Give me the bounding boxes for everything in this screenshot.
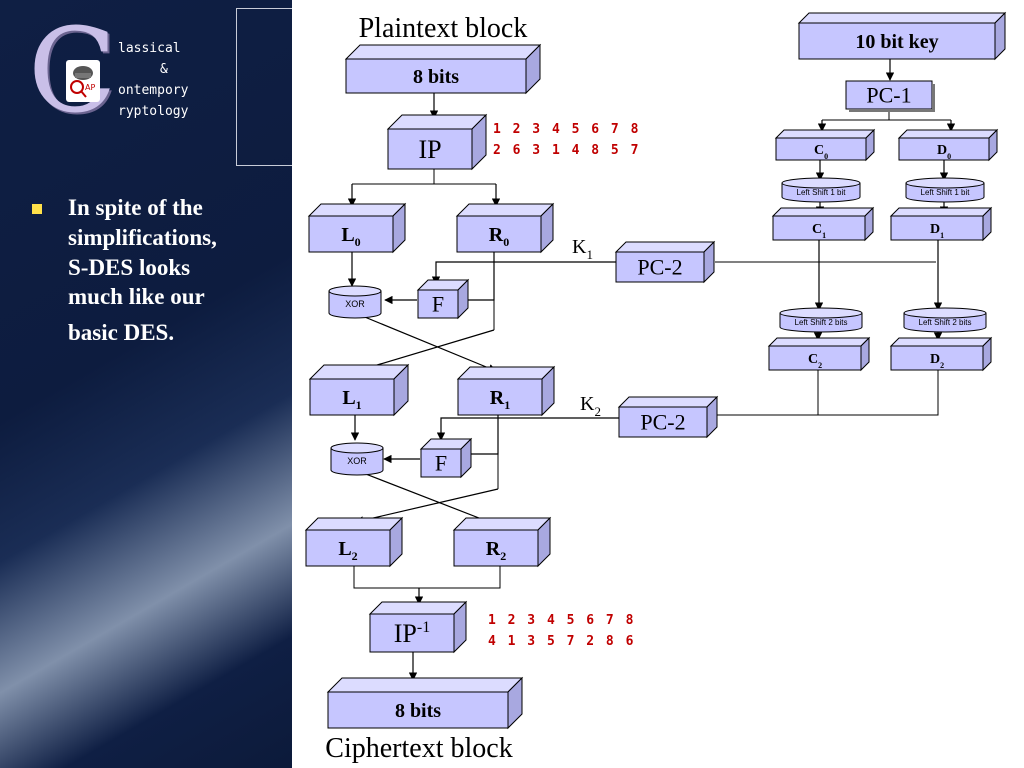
arrow-xor2-to-r2 [357, 470, 498, 527]
arrow-r1-to-l2 [355, 488, 499, 525]
ip-inverse-box-label: IP-1 [394, 619, 430, 648]
r0-box-label: R0 [489, 224, 509, 249]
bullet-text-line-1: In spite of the [68, 195, 203, 220]
shift2-right-cylinder: Left Shift 2 bits [903, 307, 987, 333]
pc2-k1-box: PC-2 [614, 240, 716, 284]
key-10bit-box: 10 bit key [797, 11, 1007, 61]
k2-label: K2 [580, 393, 601, 419]
l0-box: L0 [307, 202, 407, 254]
arrow-xor1-to-r1 [354, 312, 497, 373]
bullet-text-line-3: S-DES looks [68, 255, 191, 280]
svg-text:AP: AP [85, 83, 95, 92]
shift1-left-cylinder: Left Shift 1 bit [781, 177, 861, 203]
c1-box-label: C1 [812, 222, 826, 240]
bullet-text-line-5: basic DES. [68, 320, 175, 345]
wire-ip-split [352, 168, 435, 185]
shift1-right-cylinder-label: Left Shift 1 bit [921, 188, 971, 197]
bullet-square-icon [32, 204, 42, 214]
d1-box: D1 [889, 206, 993, 242]
d2-box: D2 [889, 336, 993, 372]
wire-d2-to-pc2-k2 [717, 370, 939, 416]
output-8bits-box-label: 8 bits [395, 700, 441, 722]
ip-inverse-box: IP-1 [368, 600, 468, 654]
bullet-text-line-2: simplifications, [68, 225, 217, 250]
shift1-right-cylinder: Left Shift 1 bit [905, 177, 985, 203]
ip-table-row-2: 2 6 3 1 4 8 5 7 [493, 143, 640, 158]
logo-line-4: ryptology [118, 104, 189, 119]
ip-table-row-1: 1 2 3 4 5 6 7 8 [493, 122, 640, 137]
plaintext-title: Plaintext block [359, 13, 528, 44]
logo-line-3: ontempory [118, 83, 189, 98]
input-8bits-box: 8 bits [344, 43, 542, 95]
logo-line-1: lassical [118, 41, 181, 56]
xor2-cylinder-label: XOR [347, 456, 367, 466]
logo-line-2: & [160, 62, 168, 77]
output-8bits-box: 8 bits [326, 676, 524, 730]
xor1-cylinder-label: XOR [345, 299, 365, 309]
pc2-k2-box-label: PC-2 [640, 409, 685, 434]
logo-emblem-icon: AP [66, 60, 100, 102]
pc1-box: PC-1 [845, 80, 935, 112]
d0-box: D0 [897, 128, 999, 162]
ip-box: IP [386, 113, 488, 171]
d1-box-label: D1 [930, 222, 944, 240]
l1-box-label: L1 [342, 387, 361, 412]
ip-box-label: IP [418, 135, 441, 164]
c2-box: C2 [767, 336, 871, 372]
c2-box-label: C2 [808, 352, 822, 370]
arrow-r0-to-f1 [457, 252, 495, 305]
arrow-r0-to-l1 [356, 329, 495, 373]
l2-box: L2 [304, 516, 404, 568]
d0-box-label: D0 [937, 143, 951, 161]
ciphertext-title: Ciphertext block [325, 733, 512, 764]
f1-box-label: F [432, 291, 444, 316]
r2-box-label: R2 [486, 538, 506, 563]
l0-box-label: L0 [341, 224, 360, 249]
d2-box-label: D2 [930, 352, 944, 370]
xor2-cylinder: XOR [330, 442, 384, 476]
r2-box: R2 [452, 516, 552, 568]
r1-box: R1 [456, 365, 556, 417]
r0-box: R0 [455, 202, 555, 254]
shift2-left-cylinder-label: Left Shift 2 bits [795, 318, 848, 327]
f2-box-label: F [435, 450, 447, 475]
input-8bits-box-label: 8 bits [413, 66, 459, 88]
shift1-left-cylinder-label: Left Shift 1 bit [797, 188, 847, 197]
f1-box: F [416, 278, 470, 320]
arrow-r1-to-f2 [461, 413, 499, 459]
pc1-box-label: PC-1 [866, 82, 911, 107]
ip-inverse-table-row-1: 1 2 3 4 5 6 7 8 [488, 613, 635, 628]
l2-box-label: L2 [338, 538, 357, 563]
c0-box-label: C0 [814, 143, 828, 161]
f2-box: F [419, 437, 473, 479]
r1-box-label: R1 [490, 387, 510, 412]
bullet-text-line-4: much like our [68, 284, 205, 309]
c0-box: C0 [774, 128, 876, 162]
shift2-left-cylinder: Left Shift 2 bits [779, 307, 863, 333]
pc2-k2-box: PC-2 [617, 395, 719, 439]
k1-label: K1 [572, 236, 593, 262]
l1-box: L1 [308, 363, 410, 417]
arrow-k1-to-f1 [431, 261, 616, 285]
sidebar-panel: C AP lassical & ontempory ryptology In s… [0, 0, 292, 768]
pc2-k1-box-label: PC-2 [637, 254, 682, 279]
ip-inverse-table-row-2: 4 1 3 5 7 2 8 6 [488, 634, 635, 649]
key-10bit-box-label: 10 bit key [855, 31, 938, 53]
shift2-right-cylinder-label: Left Shift 2 bits [919, 318, 972, 327]
arrow-k2-to-f2 [436, 417, 619, 441]
xor1-cylinder: XOR [328, 285, 382, 319]
logo-frame [236, 8, 292, 166]
c1-box: C1 [771, 206, 875, 242]
wire-swap-join [353, 566, 501, 589]
